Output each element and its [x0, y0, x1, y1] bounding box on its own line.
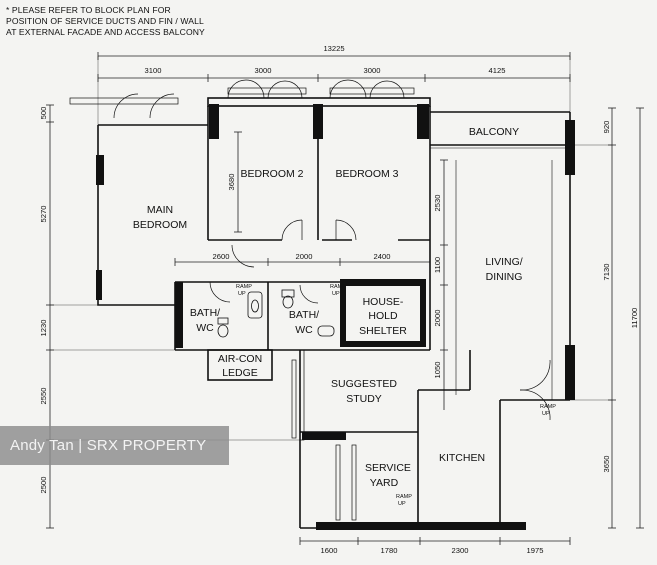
label-up-3: UP: [398, 501, 406, 507]
label-bath-2a: BATH/: [289, 309, 319, 321]
dim-left-5: 2500: [39, 477, 48, 494]
dim-inner-2: 1100: [433, 257, 442, 273]
dim-top-3: 3000: [364, 66, 381, 75]
dim-left-4: 2550: [39, 388, 48, 405]
block-plan-note: * PLEASE REFER TO BLOCK PLAN FOR POSITIO…: [6, 5, 266, 38]
label-bedroom-2: BEDROOM 2: [240, 168, 303, 180]
dim-inner-4: 1050: [433, 362, 442, 379]
label-main-bedroom-2: BEDROOM: [133, 219, 187, 231]
dim-inner-3: 2000: [433, 310, 442, 327]
label-aircon-1: AIR-CON: [218, 353, 262, 365]
dim-left-3: 1230: [39, 320, 48, 337]
label-bath-1b: WC: [196, 322, 214, 334]
label-shelter-3: SHELTER: [359, 325, 407, 337]
dim-bottom-2: 1780: [381, 546, 398, 555]
label-living-2: DINING: [486, 271, 523, 283]
label-ramp-1: RAMP: [236, 284, 252, 290]
label-ramp-3: RAMP: [396, 494, 412, 500]
label-bath-2b: WC: [295, 324, 313, 336]
label-study-2: STUDY: [346, 393, 382, 405]
label-ramp-2: RAMP: [330, 284, 346, 290]
dim-top-4: 4125: [489, 66, 506, 75]
dim-left-1: 500: [39, 107, 48, 120]
note-line-1: * PLEASE REFER TO BLOCK PLAN FOR: [6, 5, 171, 15]
note-line-3: AT EXTERNAL FACADE AND ACCESS BALCONY: [6, 27, 205, 37]
bathroom-fixtures: [217, 289, 335, 338]
label-yard-1: SERVICE: [365, 462, 411, 474]
dim-bottom-1: 1600: [321, 546, 338, 555]
dim-right-1: 920: [602, 121, 611, 134]
dim-overall-right: 11700: [630, 308, 639, 329]
dim-overall-top: 13225: [323, 44, 344, 53]
dim-right-3: 3650: [602, 456, 611, 473]
dim-top-1: 3100: [145, 66, 162, 75]
dim-bottom-3: 2300: [452, 546, 469, 555]
label-balcony: BALCONY: [469, 126, 519, 138]
label-kitchen: KITCHEN: [439, 452, 485, 464]
door-swings: [113, 79, 551, 421]
dimension-lines: [46, 52, 644, 545]
note-line-2: POSITION OF SERVICE DUCTS AND FIN / WALL: [6, 16, 204, 26]
label-shelter-1: HOUSE-: [363, 296, 404, 308]
watermark-banner: Andy Tan | SRX PROPERTY: [0, 426, 229, 465]
dim-right-2: 7130: [602, 264, 611, 281]
dim-mid-2: 2000: [296, 252, 313, 261]
label-study-1: SUGGESTED: [331, 378, 397, 390]
windows: [69, 87, 415, 521]
label-up-4: UP: [542, 411, 550, 417]
label-living-1: LIVING/: [485, 256, 522, 268]
dim-mid-1: 2600: [213, 252, 230, 261]
label-up-1: UP: [238, 291, 246, 297]
dim-bottom-4: 1975: [527, 546, 544, 555]
label-ramp-4: RAMP: [540, 404, 556, 410]
label-yard-2: YARD: [370, 477, 399, 489]
label-main-bedroom-1: MAIN: [147, 204, 173, 216]
label-bedroom-3: BEDROOM 3: [335, 168, 398, 180]
label-shelter-2: HOLD: [368, 310, 398, 322]
dim-mid-3: 2400: [374, 252, 391, 261]
label-up-2: UP: [332, 291, 340, 297]
dim-inner-1: 2530: [433, 195, 442, 212]
dim-top-2: 3000: [255, 66, 272, 75]
dim-bedroom-height: 3680: [227, 174, 236, 191]
label-aircon-2: LEDGE: [222, 367, 258, 379]
dim-left-2: 5270: [39, 206, 48, 223]
label-bath-1a: BATH/: [190, 307, 220, 319]
structural-walls: [96, 104, 575, 530]
railings: [430, 147, 570, 400]
